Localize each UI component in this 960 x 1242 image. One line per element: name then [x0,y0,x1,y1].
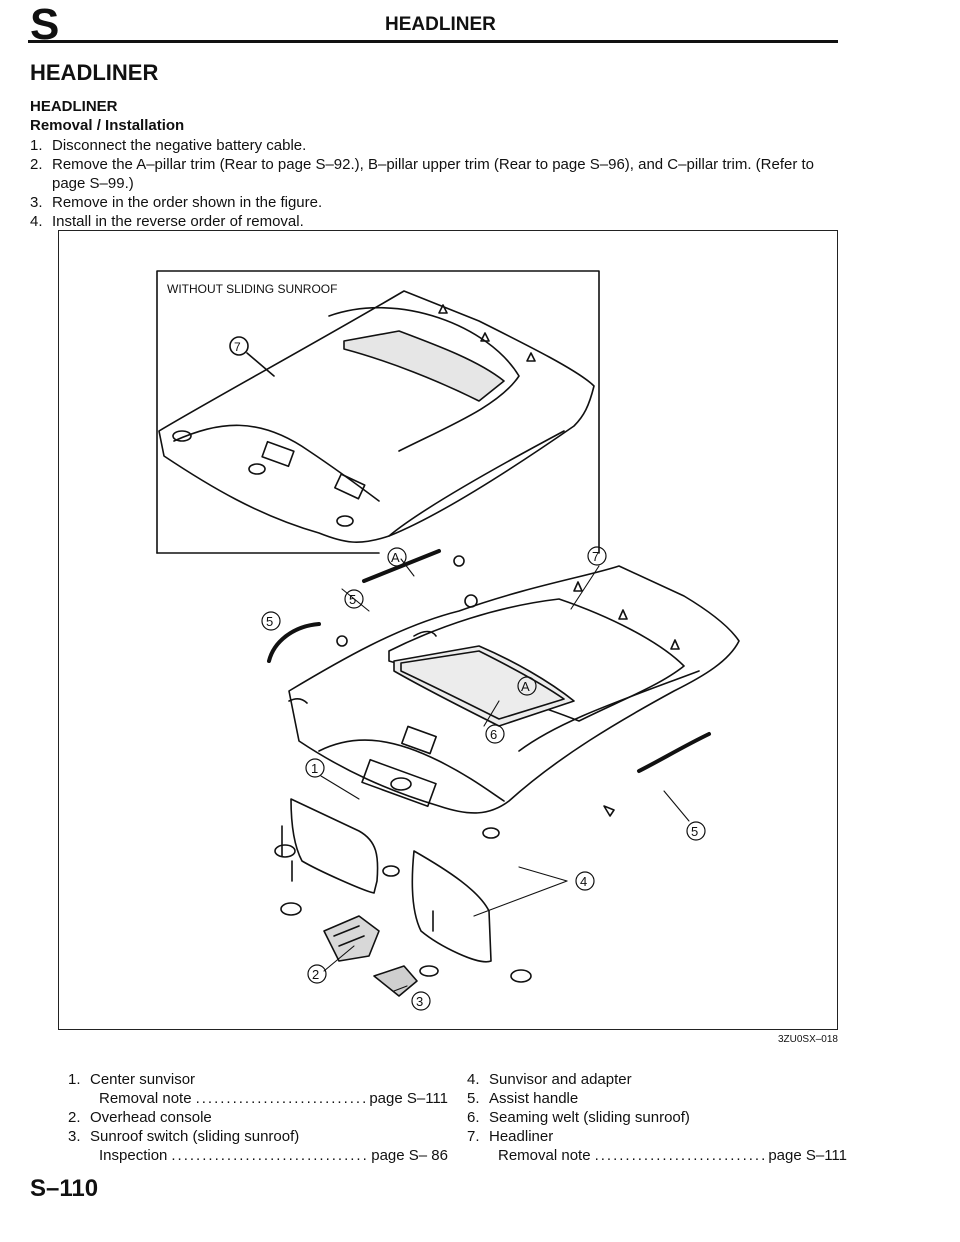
procedure-title: Removal / Installation [30,117,185,134]
callout-A: A [391,550,400,565]
callouts: A 5 7 5 A 6 1 4 2 3 5 [261,546,706,1011]
callout-5b: 5 [266,614,273,629]
legend-label: Center sunvisor [90,1071,196,1088]
legend-left: 1. Center sunvisor Removal note page S–111… [68,1070,448,1165]
callout-4: 4 [580,874,587,889]
inset-headliner [158,290,595,543]
sunroof-opening [393,645,575,727]
legend-item: 5. Assist handle [467,1089,847,1108]
headliner-diagram: WITHOUT SLIDING SUNROOF 7 [156,270,740,1011]
inset-label: WITHOUT SLIDING SUNROOF [167,282,337,296]
main-headliner [288,565,740,839]
inset-without-sunroof: WITHOUT SLIDING SUNROOF 7 [156,270,600,554]
legend-number: 2. [68,1109,81,1126]
legend-label: Seaming welt (sliding sunroof) [489,1109,690,1126]
callout-7-inset: 7 [234,340,241,354]
procedure-steps: 1. Disconnect the negative battery cable.… [30,136,845,231]
leader-dots [196,1089,366,1108]
step-4: 4. Install in the reverse order of remova… [30,212,845,231]
legend-number: 7. [467,1128,480,1145]
step-number: 1. [30,137,43,154]
subsection-title: HEADLINER [30,98,118,115]
overhead-console [323,915,418,997]
legend-item: 2. Overhead console [68,1108,448,1127]
callout-A2: A [521,679,530,694]
step-number: 3. [30,194,43,211]
step-number: 2. [30,156,43,173]
legend-reference: Removal note page S–111 [68,1089,448,1108]
legend-number: 3. [68,1128,81,1145]
legend-number: 5. [467,1090,480,1107]
legend-item: 3. Sunroof switch (sliding sunroof) [68,1127,448,1146]
leader-dots [171,1146,367,1165]
assist-handles [267,549,711,817]
reference-page: page S–111 [768,1147,847,1164]
step-1: 1. Disconnect the negative battery cable. [30,136,845,155]
legend-reference: Inspection page S– 86 [68,1146,448,1165]
step-text: Disconnect the negative battery cable. [52,137,307,154]
callout-7: 7 [592,549,599,564]
callout-3: 3 [416,994,423,1009]
figure-code: 3ZU0SX–018 [777,1034,838,1045]
callout-6: 6 [490,727,497,742]
exploded-view-figure: WITHOUT SLIDING SUNROOF 7 [58,230,838,1030]
callout-5: 5 [349,592,356,607]
callout-1: 1 [311,761,318,776]
step-text: Remove in the order shown in the figure. [52,194,323,211]
legend-item: 7. Headliner [467,1127,847,1146]
legend-number: 6. [467,1109,480,1126]
callout-2: 2 [312,967,319,982]
step-2: 2. Remove the A–pillar trim (Rear to page… [30,155,845,193]
header-rule [28,40,838,43]
legend-item: 1. Center sunvisor [68,1070,448,1089]
leader-lines [320,558,690,992]
reference-label: Removal note [99,1090,192,1107]
legend-item: 6. Seaming welt (sliding sunroof) [467,1108,847,1127]
legend-label: Overhead console [90,1109,212,1126]
step-3: 3. Remove in the order shown in the figur… [30,193,845,212]
legend-label: Sunroof switch (sliding sunroof) [90,1128,300,1145]
step-number: 4. [30,213,43,230]
legend-number: 4. [467,1071,480,1088]
header-title: HEADLINER [385,14,496,35]
legend-number: 1. [68,1071,81,1088]
section-title: HEADLINER [30,60,159,85]
legend-label: Assist handle [489,1090,579,1107]
legend-reference: Removal note page S–111 [467,1146,847,1165]
reference-label: Removal note [498,1147,591,1164]
reference-page: page S– 86 [371,1147,448,1164]
callout-5c: 5 [691,824,698,839]
legend-right: 4. Sunvisor and adapter 5. Assist handle 6… [467,1070,847,1165]
step-text: Remove the A–pillar trim (Rear to page S… [52,156,815,192]
legend-label: Headliner [489,1128,554,1145]
legend-item: 4. Sunvisor and adapter [467,1070,847,1089]
inset-recess [343,330,505,402]
legend-label: Sunvisor and adapter [489,1071,632,1088]
reference-page: page S–111 [369,1090,448,1107]
page-number: S–110 [30,1175,99,1202]
step-text: Install in the reverse order of removal. [52,213,304,230]
sunvisors [274,758,532,983]
leader-dots [595,1146,765,1165]
reference-label: Inspection [99,1147,168,1164]
